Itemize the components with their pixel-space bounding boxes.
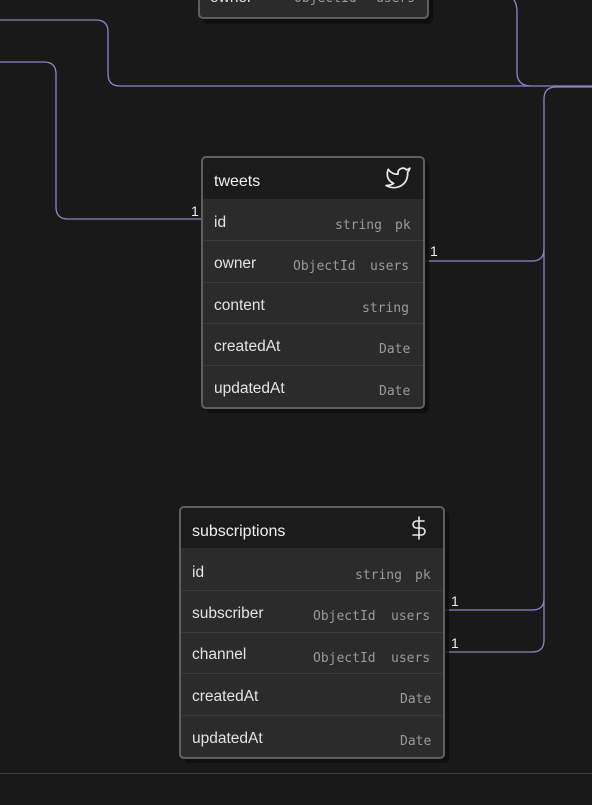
field-type: Date: [379, 342, 410, 357]
field-row[interactable]: createdAt Date: [214, 338, 410, 357]
connector-users-bus: [444, 86, 592, 653]
field-name: id: [214, 214, 226, 231]
field-row[interactable]: updatedAt Date: [192, 730, 431, 749]
field-name: createdAt: [192, 688, 259, 705]
card-body: [198, 0, 429, 19]
cardinality-label: 1: [451, 593, 459, 609]
field-type: string: [335, 218, 382, 233]
field-type: ObjectId: [293, 259, 356, 274]
connector-tweets-id: [0, 61, 202, 220]
field-type: Date: [400, 734, 431, 749]
field-type: string: [362, 301, 409, 316]
card-header: [203, 158, 423, 199]
field-name: owner: [210, 0, 252, 6]
connector-tweets-owner: [424, 248, 545, 262]
field-type: Date: [400, 692, 431, 707]
table-card-tweets[interactable]: tweets id string pk owner ObjectId users…: [201, 156, 429, 413]
cardinality-label: 1: [191, 203, 199, 219]
table-card-top[interactable]: owner ObjectId users: [198, 0, 433, 24]
field-type: ObjectId: [294, 0, 357, 6]
dollar-icon: [412, 516, 426, 540]
field-type: string: [355, 568, 402, 583]
field-key: users: [370, 259, 409, 274]
field-key: pk: [395, 218, 411, 233]
cardinality-label: 1: [451, 635, 459, 651]
field-name: updatedAt: [214, 380, 285, 397]
field-row[interactable]: id string pk: [192, 564, 431, 583]
field-name: owner: [214, 255, 256, 272]
field-type: ObjectId: [313, 609, 376, 624]
field-name: channel: [192, 646, 246, 663]
connector-top-right: [513, 0, 532, 87]
field-name: createdAt: [214, 338, 281, 355]
table-title: subscriptions: [192, 523, 285, 540]
connector-top-left: [0, 19, 592, 87]
field-row[interactable]: id string pk: [214, 214, 411, 233]
field-row[interactable]: content string: [214, 297, 409, 316]
field-row[interactable]: subscriber ObjectId users: [192, 605, 430, 624]
field-type: Date: [379, 384, 410, 399]
field-type: ObjectId: [313, 651, 376, 666]
field-name: content: [214, 297, 266, 314]
card-header: [181, 508, 443, 548]
field-key: users: [376, 0, 415, 6]
field-key: pk: [415, 568, 431, 583]
field-row[interactable]: channel ObjectId users: [192, 646, 430, 666]
field-row[interactable]: owner ObjectId users: [214, 255, 409, 274]
field-name: updatedAt: [192, 730, 263, 747]
table-card-subscriptions[interactable]: subscriptions id string pk subscriber Ob…: [179, 506, 449, 763]
table-title: tweets: [214, 173, 260, 190]
connector-subscriptions-subscriber: [444, 598, 545, 611]
field-row[interactable]: updatedAt Date: [214, 380, 410, 399]
cardinality-label: 1: [430, 243, 438, 259]
field-name: id: [192, 564, 204, 581]
twitter-bird-icon: [385, 167, 411, 189]
field-row[interactable]: createdAt Date: [192, 688, 431, 707]
field-key: users: [391, 651, 430, 666]
connectors: [0, 0, 592, 653]
field-name: subscriber: [192, 605, 264, 622]
field-key: users: [391, 609, 430, 624]
